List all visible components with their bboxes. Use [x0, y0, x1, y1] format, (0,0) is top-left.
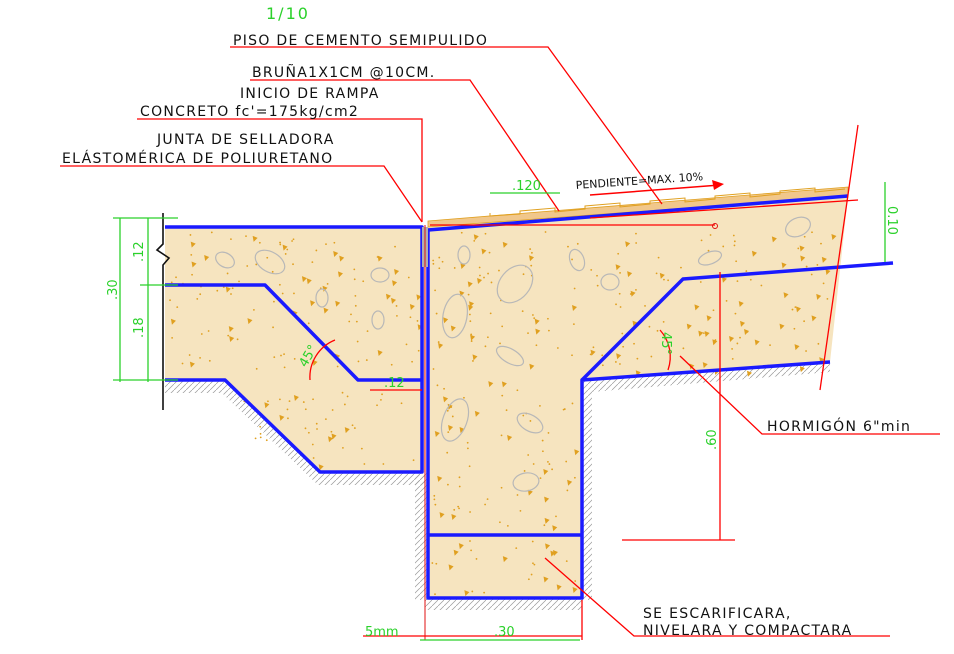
label-hormigon: HORMIGÓN 6"min — [767, 417, 911, 435]
label-bruna: BRUÑA1X1CM @10CM. — [252, 64, 436, 81]
concrete-section — [165, 196, 848, 598]
label-junta-line1: JUNTA DE SELLADORA — [156, 132, 335, 148]
aggregate-texture — [169, 231, 837, 597]
dim-angle-right: 45° — [658, 332, 673, 355]
break-line — [155, 213, 171, 410]
label-junta-line2: ELÁSTOMÉRICA DE POLIURETANO — [62, 150, 334, 167]
dim-018: .18 — [132, 317, 147, 338]
dim-010: 0.10 — [884, 206, 899, 235]
dim-012: .12 — [132, 241, 147, 262]
label-nivelara: NIVELARA Y COMPACTARA — [643, 623, 853, 639]
polyurethane-joint — [422, 225, 428, 640]
label-inicio-rampa: INICIO DE RAMPA — [240, 86, 380, 102]
dim-120: .120 — [512, 179, 541, 194]
scale-label: 1/10 — [266, 4, 310, 23]
dim-060: .60 — [705, 429, 720, 450]
label-piso-cemento: PISO DE CEMENTO SEMIPULIDO — [233, 33, 488, 49]
label-escarificara: SE ESCARIFICARA, — [643, 606, 792, 622]
leader-lines — [60, 46, 940, 640]
dim-030-bottom: .30 — [494, 625, 515, 640]
label-concreto: CONCRETO fc'=175kg/cm2 — [140, 104, 359, 120]
section-outline — [165, 194, 894, 600]
dim-012-small: .12 — [384, 376, 405, 391]
dimension-lines — [113, 182, 886, 641]
dim-5mm: 5mm — [365, 625, 399, 640]
dim-030-left: .30 — [106, 279, 121, 300]
reference-marker — [712, 223, 718, 229]
gravel-ovals — [215, 216, 811, 492]
slope-arrow — [589, 180, 724, 196]
